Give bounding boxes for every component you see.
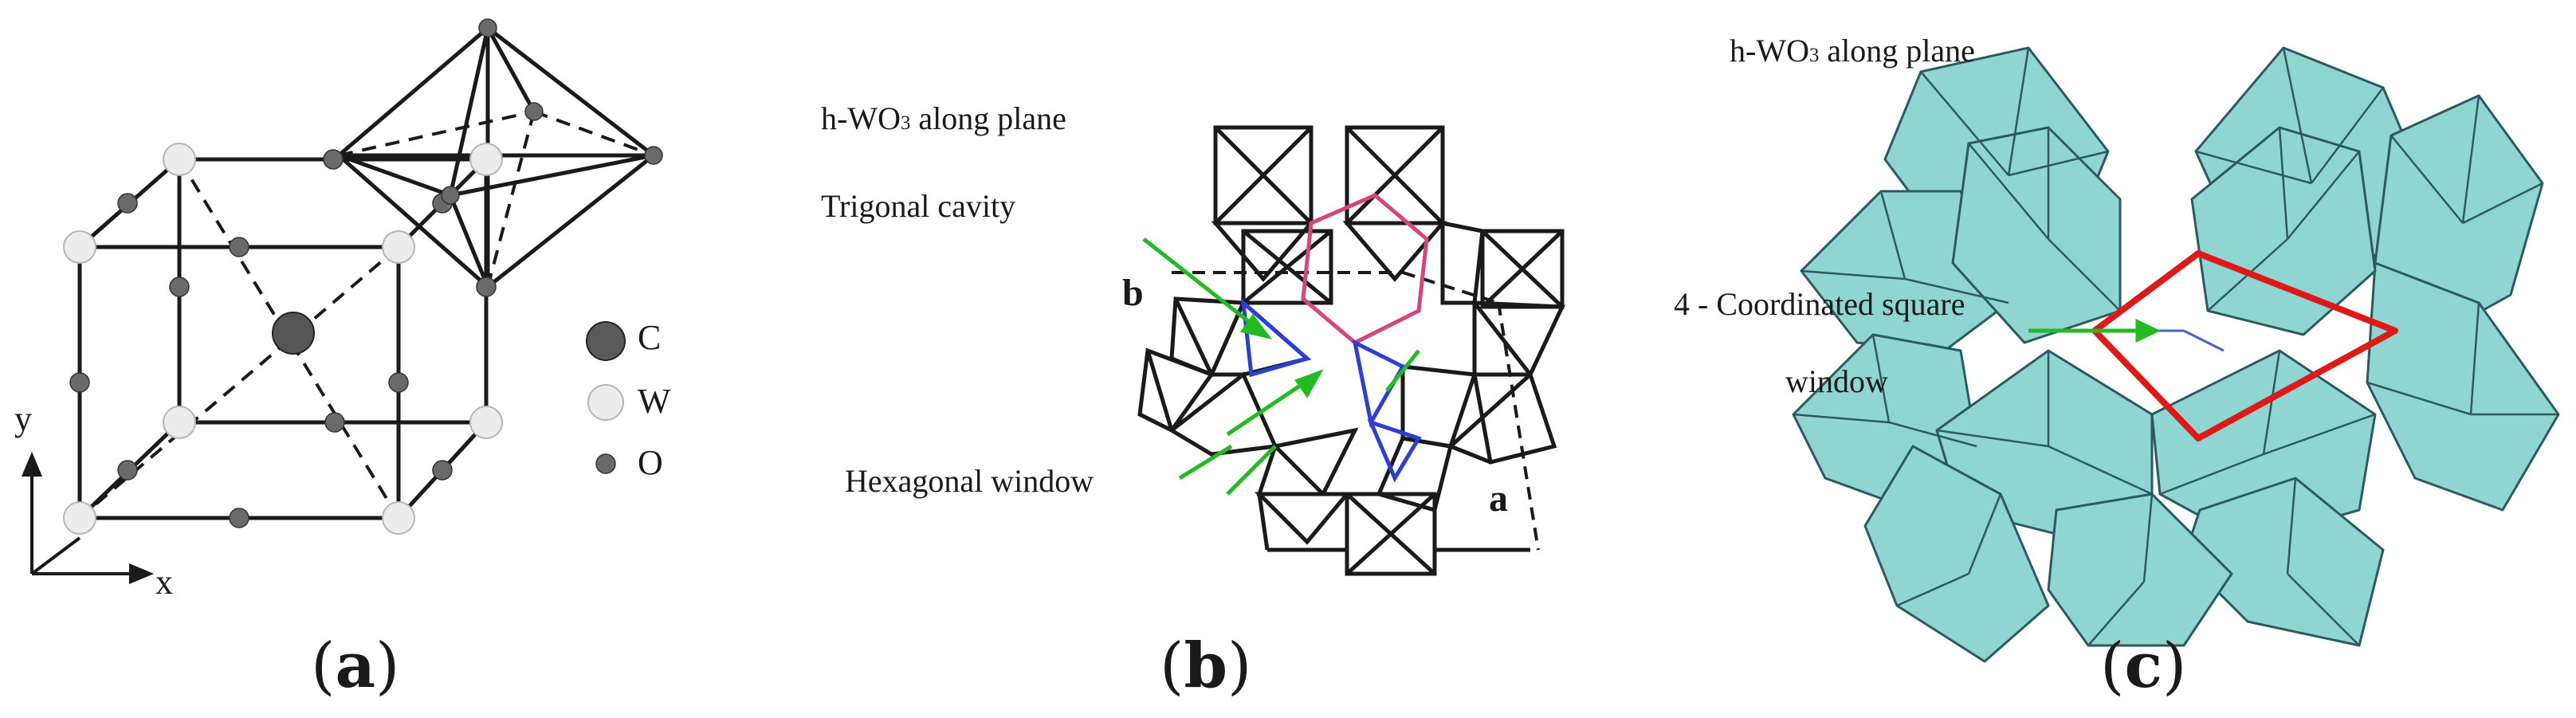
- panel-c-title-sub: 3: [1808, 45, 1820, 66]
- red-square-window: [2091, 250, 2398, 441]
- panel-b-title: h-WO3 along plane: [821, 100, 1066, 137]
- panel-c-title: h-WO3 along plane: [1730, 32, 1975, 69]
- panel-b: h-WO3 along plane Trigonal cavity Hexago…: [797, 0, 1674, 718]
- tungsten-atoms: [63, 143, 503, 535]
- caption-b-letter: b: [1184, 630, 1227, 702]
- trigonal-cavity-label: Trigonal cavity: [821, 188, 1016, 224]
- caption-b: (b): [1160, 630, 1252, 702]
- axes: [22, 451, 155, 584]
- panel-c-title-prefix: h-WO: [1730, 33, 1809, 69]
- panel-c: h-WO3 along plane 4 - Coordinated square…: [1674, 0, 2576, 718]
- caption-a: (a): [311, 630, 400, 702]
- square-window-label-line1: 4 - Coordinated square: [1674, 286, 1965, 322]
- axis-b-label: b: [1122, 272, 1144, 314]
- legend-o-label: O: [638, 443, 663, 482]
- oxygen-atoms: [69, 18, 663, 528]
- inner-coordination: [2152, 329, 2225, 352]
- green-arrows: [1142, 237, 1420, 496]
- caption-a-letter: a: [335, 630, 375, 702]
- hexagonal-window: [1301, 193, 1429, 345]
- hexagonal-window-label: Hexagonal window: [845, 463, 1094, 499]
- octahedra: [1792, 46, 2560, 663]
- panel-c-title-suffix: along plane: [1819, 33, 1975, 69]
- legend-w-symbol: [587, 384, 624, 421]
- legend-c-symbol: [586, 321, 626, 361]
- legend-w-label: W: [638, 382, 671, 421]
- unit-cell: [1172, 271, 1540, 551]
- perovskite-octahedra-diagram: [1792, 46, 2560, 663]
- caption-c-letter: c: [2124, 630, 2162, 702]
- octahedra-edges: [1793, 47, 2558, 646]
- panel-a: C W O y x (a): [0, 0, 797, 718]
- panel-b-title-suffix: along plane: [910, 100, 1066, 136]
- panel-b-title-prefix: h-WO: [821, 100, 901, 136]
- trigonal-cavities: [1240, 297, 1422, 483]
- caption-c: (c): [2100, 630, 2187, 702]
- axis-y-label: y: [14, 399, 32, 438]
- hexagonal-tungsten-bronze-diagram: [1137, 125, 1565, 576]
- carbon-atom: [272, 312, 315, 355]
- cubic-crystal-structure: [22, 18, 663, 584]
- panel-b-title-sub: 3: [900, 112, 911, 134]
- legend-o-symbol: [595, 453, 616, 474]
- square-window-label-line2: window: [1785, 363, 1888, 399]
- window-arrow: [2028, 319, 2161, 343]
- axis-x-label: x: [155, 563, 173, 602]
- axis-a-label: a: [1489, 477, 1508, 520]
- legend-c-label: C: [638, 318, 662, 357]
